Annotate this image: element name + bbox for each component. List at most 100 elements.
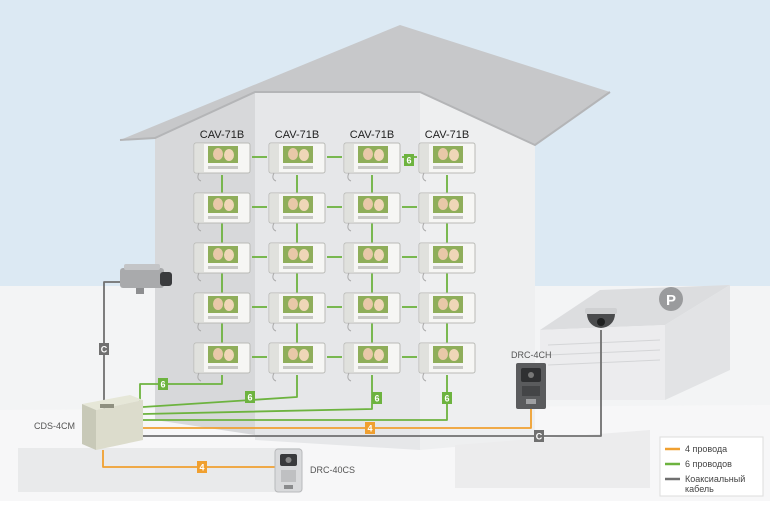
monitor-handset (195, 344, 204, 372)
parking-sign: P (666, 292, 676, 309)
monitor-cord (197, 172, 202, 182)
monitor-buttons (433, 266, 463, 269)
monitor-buttons (358, 366, 388, 369)
monitor-screen-face (213, 348, 223, 360)
monitor-screen-face (438, 198, 448, 210)
door-station-drc-40cs (274, 448, 303, 493)
monitor-screen-face (288, 348, 298, 360)
monitor-screen-face (363, 198, 373, 210)
door-station-drc-4ch (516, 363, 546, 409)
box-camera-top (124, 264, 160, 270)
column-headers: CAV-71B CAV-71B CAV-71B CAV-71B (200, 129, 469, 141)
legend-four-wire-label: 4 провода (685, 444, 727, 454)
monitor-buttons (358, 166, 388, 169)
monitor-c3-r2 (343, 192, 401, 232)
badge-coax-dome-camera-text: C (536, 432, 543, 442)
monitor-screen-face (449, 299, 459, 311)
monitor-screen-face (374, 149, 384, 161)
badge-six-2: 6 (245, 391, 255, 403)
monitor-handset (345, 244, 354, 272)
monitor-buttons (208, 366, 238, 369)
badge-coax-dome-camera-box (534, 430, 544, 442)
parking-structure: P (540, 285, 730, 400)
monitor-c1-r3 (193, 242, 251, 282)
monitor-screen-face (449, 249, 459, 261)
badge-six-1: 6 (158, 378, 168, 390)
building-roof (120, 25, 610, 145)
monitor-screen-face (213, 298, 223, 310)
monitor-buttons (208, 166, 238, 169)
monitor-c4-r3 (418, 242, 476, 282)
monitor-screen-face (299, 349, 309, 361)
monitor-c3-r3 (343, 242, 401, 282)
monitor-cord (347, 172, 352, 182)
badge-six-1-text: 6 (160, 380, 165, 390)
badge-coax-box-camera-text: C (101, 345, 108, 355)
monitor-screen-face (288, 198, 298, 210)
badge-six-3: 6 (372, 392, 382, 404)
monitor-handset (420, 144, 429, 172)
parking-sign-circle (659, 287, 683, 311)
distributor-side (96, 400, 143, 450)
four-wire-drc-4ch (143, 409, 532, 429)
monitor-screen-face (449, 349, 459, 361)
monitor-buttons (208, 266, 238, 269)
drc-40cs-label: DRC-40CS (310, 465, 355, 475)
monitor-buttons (358, 216, 388, 219)
monitor-buttons (358, 266, 388, 269)
monitor-cord (272, 172, 277, 182)
box-camera-body (120, 268, 164, 288)
monitor-handset (420, 344, 429, 372)
monitor-screen-face (299, 199, 309, 211)
monitor-cord (422, 172, 427, 182)
badge-six-2-text: 6 (247, 393, 252, 403)
monitor-c4-r5 (418, 342, 476, 382)
drc-40cs-lens (285, 457, 292, 463)
monitor-cord (272, 222, 277, 232)
monitor-c3-r1 (343, 142, 401, 182)
monitor-buttons (433, 216, 463, 219)
monitor-handset (345, 294, 354, 322)
badge-six-4-box (442, 392, 452, 404)
monitor-buttons (208, 316, 238, 319)
drc-40cs-button (284, 485, 293, 489)
monitor-c3-r4 (343, 292, 401, 332)
distributor-cds-4cm (82, 395, 143, 450)
monitor-cord (422, 322, 427, 332)
monitor-c3-r5 (343, 342, 401, 382)
monitor-c4-r1 (418, 142, 476, 182)
monitor-screen-face (224, 299, 234, 311)
monitor-cord (197, 322, 202, 332)
monitor-screen-face (213, 198, 223, 210)
badge-coax-dome-camera: C (534, 430, 544, 442)
monitor-c4-r4 (418, 292, 476, 332)
legend-six-wire-label: 6 проводов (685, 459, 732, 469)
badge-four-drc-40cs-box (197, 461, 207, 473)
monitor-screen-face (438, 298, 448, 310)
monitor-cord (197, 222, 202, 232)
drc-4ch-lens (528, 372, 534, 378)
monitor-screen-face (288, 298, 298, 310)
monitor-handset (195, 194, 204, 222)
badge-six-2-box (245, 391, 255, 403)
column-header-3: CAV-71B (350, 129, 394, 141)
monitor-cord (197, 272, 202, 282)
six-wire-run-4 (143, 375, 448, 421)
monitor-handset (270, 244, 279, 272)
monitor-screen-face (363, 298, 373, 310)
monitor-cord (272, 322, 277, 332)
monitor-c2-r3 (268, 242, 326, 282)
monitor-handset (195, 294, 204, 322)
column-header-2: CAV-71B (275, 129, 319, 141)
monitor-cord (197, 372, 202, 382)
six-wire-run-1 (139, 375, 223, 402)
monitor-screen-face (288, 248, 298, 260)
monitor-cord (272, 372, 277, 382)
four-wire-drc-40cs (102, 450, 275, 468)
badge-four-drc-4ch-box (365, 422, 375, 434)
monitor-screen-face (213, 248, 223, 260)
legend-coax-label-line1: Коаксиальный (685, 474, 745, 484)
six-wire-run-2 (142, 375, 298, 408)
